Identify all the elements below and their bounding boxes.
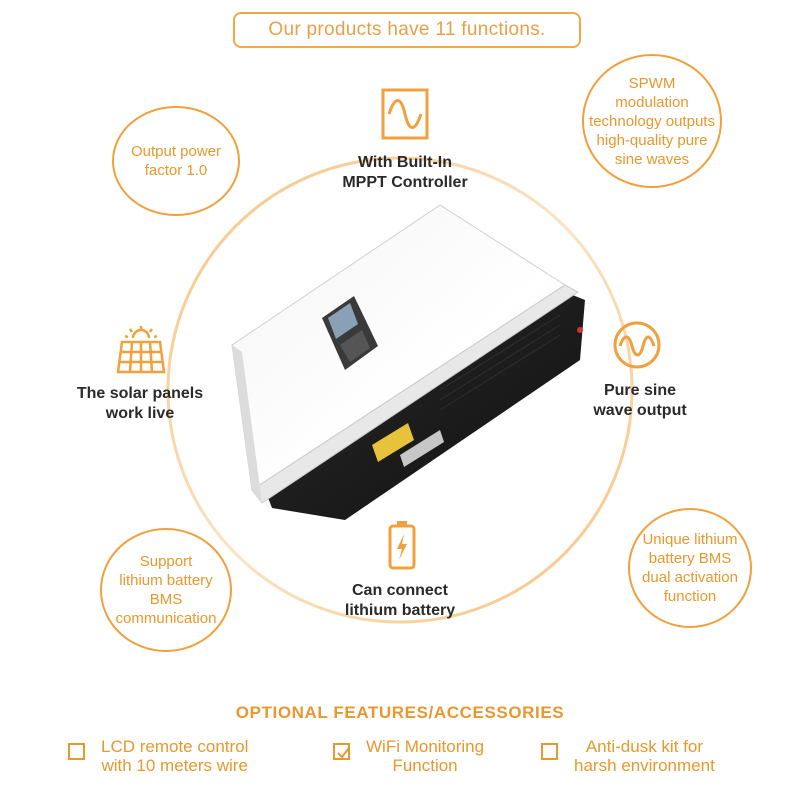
solar-panel-icon [116, 326, 166, 374]
banner-title: Our products have 11 functions. [268, 19, 546, 40]
battery-charge-icon [388, 521, 416, 570]
power-factor-text: Output power factor 1.0 [130, 143, 222, 179]
wifi-monitoring-checkbox[interactable] [333, 743, 350, 760]
circle-bms-communication: Support lithium battery BMS communicatio… [100, 528, 232, 652]
option-lcd-remote[interactable]: LCD remote control with 10 meters wire [68, 737, 248, 775]
feature-pure-sine: Pure sine wave output [593, 382, 687, 419]
functions-banner: Our products have 11 functions. [233, 12, 581, 48]
lcd-remote-checkbox[interactable] [68, 743, 85, 760]
circle-power-factor: Output power factor 1.0 [112, 106, 240, 216]
circle-spwm: SPWM modulation technology outputs high-… [582, 54, 722, 188]
feature-solar: The solar panels work live [76, 385, 204, 422]
lcd-remote-label: LCD remote control with 10 meters wire [101, 737, 249, 775]
check-icon [337, 747, 350, 759]
anti-dusk-checkbox[interactable] [541, 743, 558, 760]
anti-dusk-label: Anti-dusk kit for harsh environment [574, 737, 715, 775]
feature-lithium: Can connect lithium battery [344, 582, 456, 619]
spwm-text: SPWM modulation technology outputs high-… [589, 74, 715, 168]
feature-mppt: With Built-In MPPT Controller [342, 154, 468, 191]
sine-wave-circle-icon [613, 321, 661, 369]
option-wifi-monitoring[interactable]: WiFi Monitoring Function [333, 737, 484, 775]
wifi-monitoring-label: WiFi Monitoring Function [366, 737, 485, 775]
bms-communication-text: Support lithium battery BMS communicatio… [115, 553, 217, 627]
dual-activation-text: Unique lithium battery BMS dual activati… [642, 531, 738, 605]
optional-features-title: OPTIONAL FEATURES/ACCESSORIES [235, 703, 565, 722]
circle-dual-activation: Unique lithium battery BMS dual activati… [628, 508, 752, 628]
sine-wave-icon [381, 88, 429, 140]
option-anti-dusk[interactable]: Anti-dusk kit for harsh environment [541, 737, 715, 775]
